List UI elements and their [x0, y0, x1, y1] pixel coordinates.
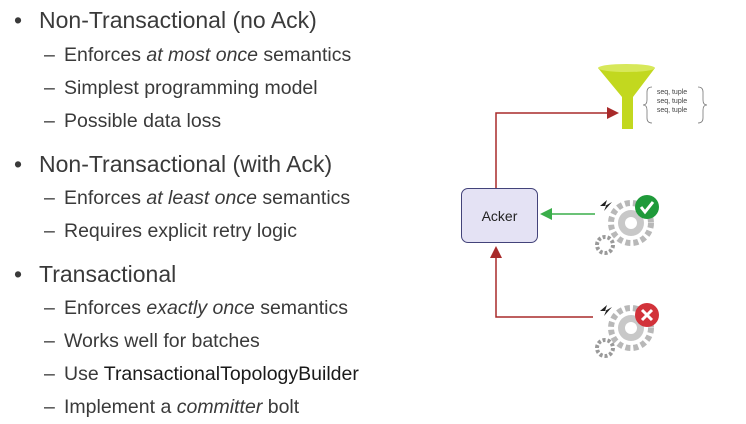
seq-tuple-list: seq, tuple seq, tuple seq, tuple — [647, 88, 697, 115]
acker-box: Acker — [461, 188, 538, 243]
dash-marker: – — [44, 187, 55, 209]
item-text: Enforces — [64, 297, 147, 319]
dash-marker: – — [44, 396, 55, 418]
brace-left — [642, 86, 653, 124]
acker-label: Acker — [481, 207, 518, 224]
item-emphasis: exactly once — [146, 297, 255, 319]
item-text-end: semantics — [256, 187, 351, 209]
item-text: Enforces — [64, 44, 147, 66]
acker-diagram: Acker seq, tuple seq, tuple seq, tuple — [455, 55, 746, 365]
dash-marker: – — [44, 363, 55, 385]
item-text: Simplest programming model — [64, 77, 318, 99]
diagram-lines — [490, 64, 708, 358]
item-text: Enforces — [64, 187, 147, 209]
gears-icon — [595, 305, 654, 358]
item-text: Possible data loss — [64, 110, 222, 132]
acker-to-funnel-line — [495, 107, 619, 188]
item-text: Use — [64, 363, 104, 385]
item-text-end: semantics — [254, 297, 348, 319]
cross-badge-icon — [635, 303, 659, 327]
gears-icon — [595, 200, 654, 255]
item-text: Requires explicit retry logic — [64, 220, 298, 242]
bullet-dot: • — [14, 261, 23, 287]
item-text: Works well for batches — [64, 330, 260, 352]
dash-marker: – — [44, 77, 55, 99]
section-title: Transactional — [39, 261, 177, 287]
lightning-icon — [600, 305, 612, 316]
item-text-end: semantics — [258, 44, 352, 66]
section-title: Non-Transactional (with Ack) — [39, 151, 333, 177]
item-text-end: bolt — [262, 396, 300, 418]
seq-tuple-line: seq, tuple — [656, 89, 688, 96]
item-text: Implement a — [64, 396, 177, 418]
item-emphasis: at most once — [146, 44, 259, 66]
class-name: TransactionalTopologyBuilder — [103, 363, 359, 385]
lightning-icon — [600, 200, 612, 211]
bullet-dot: • — [14, 7, 23, 33]
item-emphasis: at least once — [146, 187, 257, 209]
dash-marker: – — [44, 297, 55, 319]
bullet-dot: • — [14, 151, 23, 177]
section-title: Non-Transactional (no Ack) — [39, 7, 317, 33]
dash-marker: – — [44, 44, 55, 66]
seq-tuple-line: seq, tuple — [656, 98, 688, 105]
dash-marker: – — [44, 110, 55, 132]
seq-tuple-line: seq, tuple — [656, 107, 688, 114]
funnel-icon — [598, 64, 655, 129]
dash-marker: – — [44, 220, 55, 242]
dash-marker: – — [44, 330, 55, 352]
brace-right — [697, 86, 708, 124]
check-badge-icon — [635, 195, 659, 219]
item-emphasis: committer — [176, 396, 263, 418]
fail-to-acker-line — [490, 246, 593, 318]
